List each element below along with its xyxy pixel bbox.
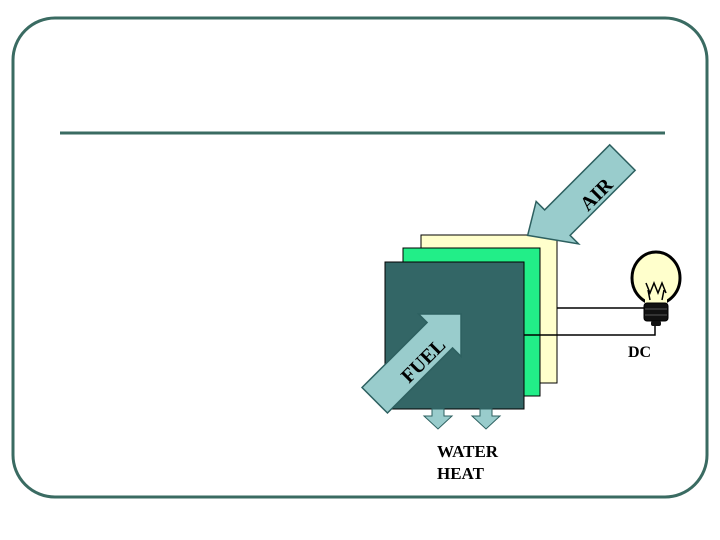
light-bulb-icon (630, 250, 682, 326)
dc-circuit-wires (524, 307, 656, 336)
water-output-arrow (422, 408, 454, 430)
slide-frame (11, 16, 709, 499)
heat-output-arrow (470, 408, 502, 430)
heat-label: HEAT (437, 464, 485, 483)
air-arrow (526, 143, 637, 245)
fuel-arrow (360, 313, 462, 415)
dc-label: DC (628, 344, 651, 361)
water-label: WATER (437, 442, 499, 461)
